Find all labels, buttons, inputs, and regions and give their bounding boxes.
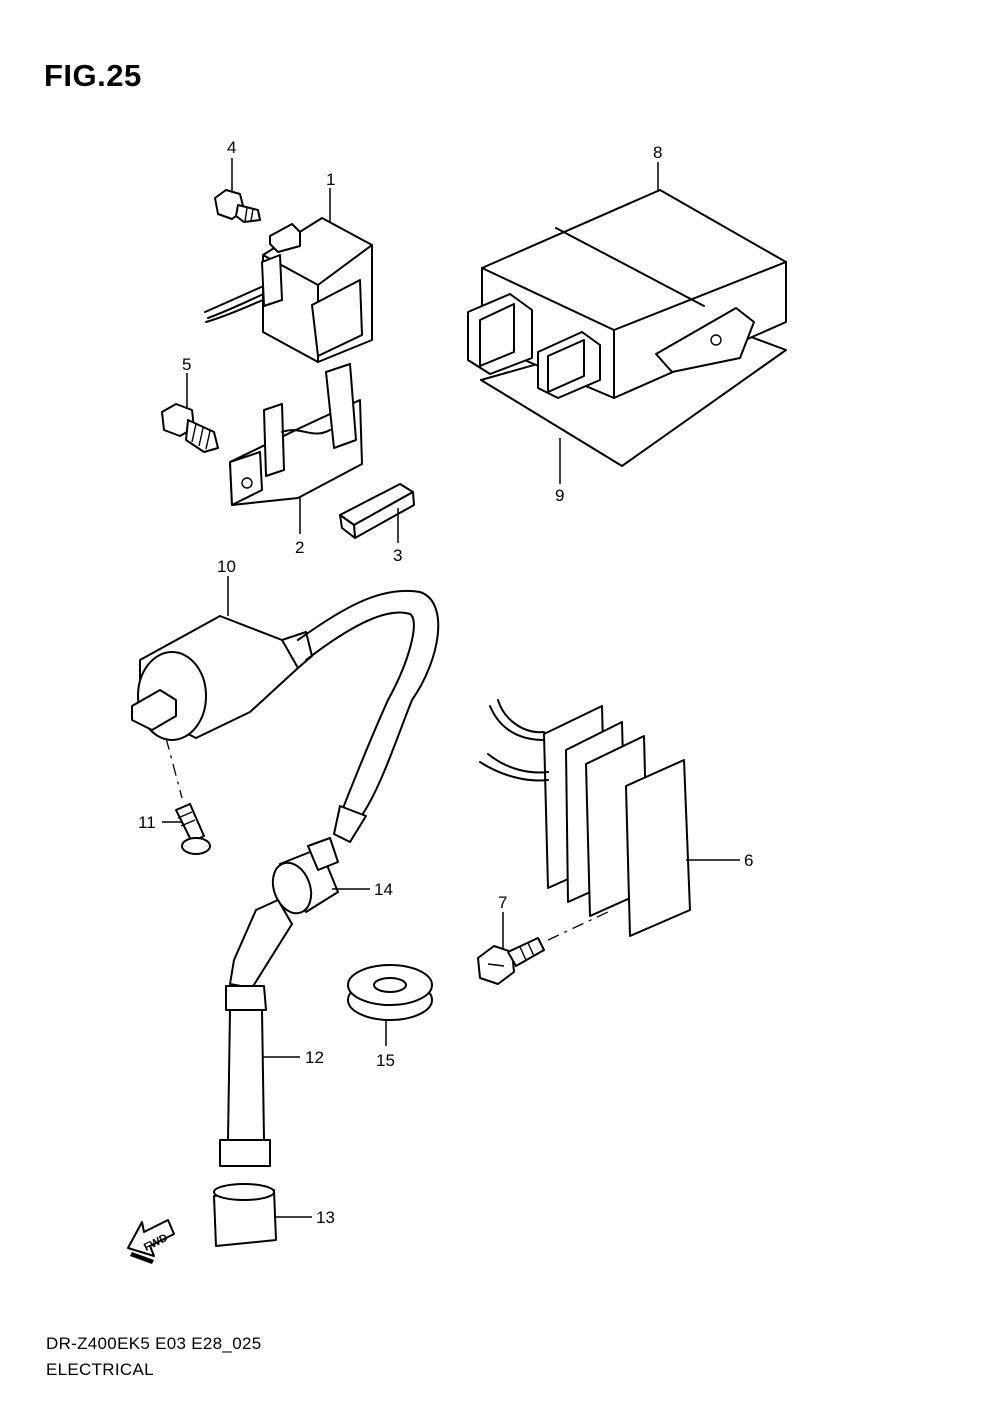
part-11-screw[interactable] bbox=[175, 803, 211, 855]
part-15-grommet[interactable] bbox=[347, 964, 433, 1021]
part-14-cap-boot[interactable] bbox=[266, 837, 339, 919]
leader-lines bbox=[162, 158, 740, 1218]
callout-13: 13 bbox=[316, 1208, 335, 1227]
callout-10: 10 bbox=[217, 557, 236, 576]
callout-12: 12 bbox=[305, 1048, 324, 1067]
part-8-cdi-unit[interactable] bbox=[467, 189, 787, 399]
callout-7: 7 bbox=[498, 893, 507, 912]
part-2-bracket[interactable] bbox=[229, 363, 363, 506]
callout-4: 4 bbox=[227, 138, 236, 157]
callout-5: 5 bbox=[182, 355, 191, 374]
part-6-regulator[interactable] bbox=[479, 699, 691, 937]
part-7-bolt[interactable] bbox=[477, 937, 545, 985]
callout-6: 6 bbox=[744, 851, 753, 870]
part-1-relay[interactable] bbox=[204, 217, 373, 363]
part-13-cap[interactable] bbox=[213, 1183, 277, 1247]
callout-numbers: 1 2 3 4 5 6 7 8 9 10 11 12 13 14 15 bbox=[138, 138, 753, 1227]
section-name: ELECTRICAL bbox=[46, 1360, 154, 1379]
part-12-plug-cap[interactable] bbox=[219, 899, 293, 1167]
callout-8: 8 bbox=[653, 143, 662, 162]
figure-title: FIG.25 bbox=[44, 58, 142, 93]
alignment-line-7 bbox=[547, 911, 609, 941]
part-5-bolt[interactable] bbox=[161, 403, 219, 453]
model-code: DR-Z400EK5 E03 E28_025 bbox=[46, 1334, 262, 1353]
fwd-arrow-icon: FWD bbox=[127, 1219, 175, 1264]
callout-9: 9 bbox=[555, 486, 564, 505]
callout-2: 2 bbox=[295, 538, 304, 557]
callout-11: 11 bbox=[138, 813, 156, 832]
callout-3: 3 bbox=[393, 546, 402, 565]
callout-14: 14 bbox=[374, 880, 393, 899]
part-4-bolt[interactable] bbox=[214, 189, 261, 223]
part-10-ignition-coil[interactable] bbox=[131, 589, 440, 843]
part-3-clip[interactable] bbox=[339, 483, 415, 539]
callout-1: 1 bbox=[326, 170, 335, 189]
callout-15: 15 bbox=[376, 1051, 395, 1070]
alignment-line-11 bbox=[165, 737, 183, 799]
